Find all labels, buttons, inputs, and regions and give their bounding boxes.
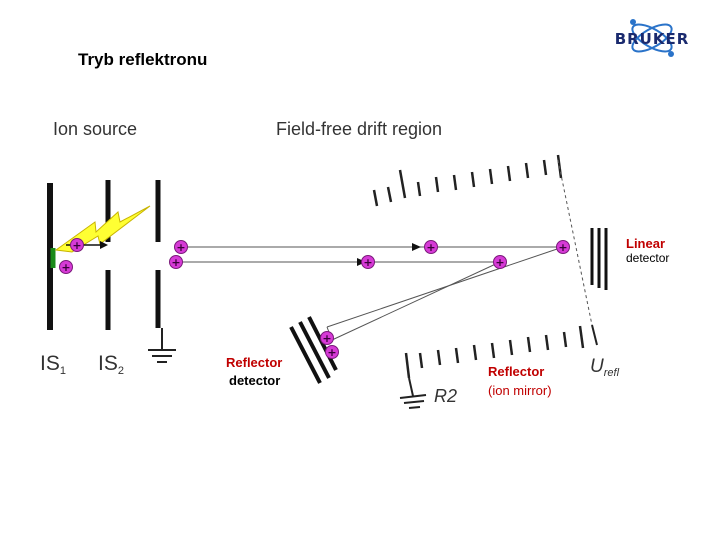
- linear-line2: detector: [626, 251, 670, 265]
- is1-sub: 1: [59, 365, 66, 377]
- reflector-detector: [289, 316, 338, 384]
- ion-2: [59, 260, 73, 274]
- ground-symbol-source: [148, 328, 176, 363]
- ion-5: [361, 255, 375, 269]
- ion-9: [320, 331, 334, 345]
- linear-detector-label: Linear detector: [626, 236, 669, 266]
- ion-3: [174, 240, 188, 254]
- ion-sign: +: [558, 241, 567, 254]
- ion-sign: +: [495, 256, 504, 269]
- ion-8: [556, 240, 570, 254]
- is2-sub: 2: [117, 365, 124, 377]
- ion-sign: +: [72, 239, 81, 252]
- logo-text: BRUKER: [614, 30, 690, 48]
- r2-label: R2: [434, 386, 458, 406]
- ion-4: [169, 255, 183, 269]
- ion-path: [176, 246, 564, 341]
- ion-source-label: Ion source: [53, 119, 138, 139]
- ion-sign: +: [176, 241, 185, 254]
- ion-sign: +: [322, 332, 331, 345]
- linear-detector: [590, 228, 608, 290]
- reflector-label: Reflector (ion mirror): [488, 362, 552, 400]
- ion-sign: +: [327, 346, 336, 359]
- ions: [59, 238, 570, 359]
- drift-region-label: Field-free drift region: [276, 119, 443, 139]
- linear-line1: Linear: [626, 236, 666, 251]
- ion-sign: +: [426, 241, 435, 254]
- reflector-upper-electrodes: [372, 154, 563, 207]
- is2-main: IS: [98, 352, 118, 375]
- ground-symbol-reflector: [399, 377, 427, 409]
- reflector-detector-line1: Reflector: [226, 355, 283, 370]
- u-sub: refl: [603, 367, 620, 379]
- reflector-line2: (ion mirror): [488, 383, 552, 398]
- ion-10: [325, 345, 339, 359]
- slide-title: Tryb reflektronu: [78, 50, 208, 69]
- ion-sign: +: [171, 256, 180, 269]
- u-refl-label: Urefl: [590, 356, 620, 379]
- ion-7: [493, 255, 507, 269]
- ion-sign: +: [363, 256, 372, 269]
- ion-sign: +: [61, 261, 70, 274]
- u-main: U: [590, 356, 604, 377]
- reflector-detector-label: Reflector detector: [226, 354, 282, 390]
- is1-label: IS1: [40, 352, 66, 377]
- ion-6: [424, 240, 438, 254]
- ion-1: [70, 238, 84, 252]
- reflector-lower-electrodes: [404, 325, 585, 379]
- bruker-logo: BRUKER: [606, 12, 698, 64]
- is2-label: IS2: [98, 352, 124, 377]
- reflector-line1: Reflector: [488, 364, 545, 379]
- is1-main: IS: [40, 352, 60, 375]
- atom-orbit-icon: [630, 19, 674, 57]
- reflector-detector-line2: detector: [229, 373, 281, 388]
